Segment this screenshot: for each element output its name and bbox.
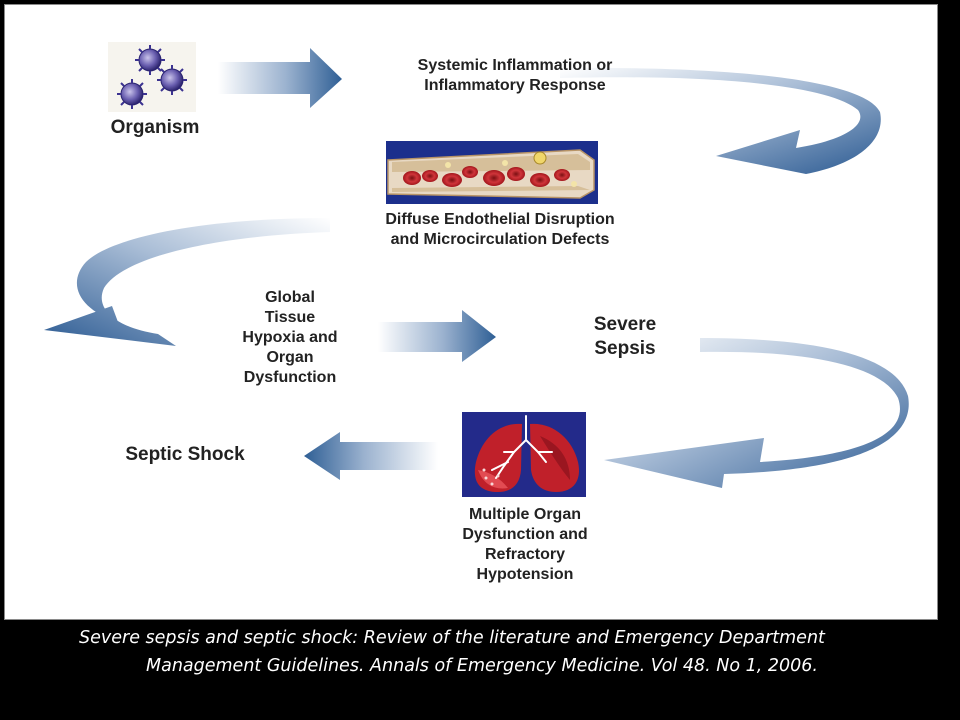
caption-line: Management Guidelines. Annals of Emergen… [146, 656, 818, 676]
curved-arrow-right-lower [604, 338, 909, 488]
step-text-line: Hypoxia and [242, 329, 338, 346]
step-endothelial-disruption: Diffuse Endothelial Disruption and Micro… [320, 210, 680, 250]
step-text-line: Multiple Organ [469, 506, 581, 523]
step-global-tissue-hypoxia: Global Tissue Hypoxia and Organ Dysfunct… [205, 288, 375, 388]
arrow-to-septic-shock [304, 432, 438, 480]
sepsis-flow-diagram [44, 42, 909, 497]
septic-shock-label: Septic Shock [125, 444, 245, 465]
blood-vessel-illustration [386, 141, 598, 204]
curved-arrow-left-upper [44, 218, 330, 346]
step-text-line: Hypotension [476, 566, 574, 583]
step-severe-sepsis: Severe Sepsis [550, 313, 700, 361]
step-text-line: Inflammatory Response [424, 77, 606, 94]
step-text-line: Global [265, 289, 315, 306]
step-text-line: and Microcirculation Defects [390, 231, 610, 248]
curved-arrow-right-top [560, 67, 881, 174]
step-systemic-inflammation: Systemic Inflammation or Inflammatory Re… [350, 56, 680, 96]
step-text-line: Dysfunction [243, 369, 337, 386]
step-text-line: Refractory [484, 546, 566, 563]
step-text-line: Diffuse Endothelial Disruption [385, 211, 615, 228]
organism-virus-icon [108, 42, 196, 112]
step-text-line: Tissue [264, 309, 316, 326]
step-text-line: Sepsis [594, 338, 656, 359]
caption-line: Severe sepsis and septic shock: Review o… [79, 628, 825, 648]
step-text-line: Severe [593, 314, 657, 335]
step-text-line: Dysfunction and [462, 526, 588, 543]
step-text-line: Organ [266, 349, 314, 366]
organism-label: Organism [110, 117, 200, 138]
citation-caption: Severe sepsis and septic shock: Review o… [0, 624, 960, 694]
lungs-illustration [462, 412, 586, 497]
arrow-hypoxia-to-severe-sepsis [378, 310, 496, 362]
step-multiple-organ-dysfunction: Multiple Organ Dysfunction and Refractor… [405, 505, 645, 585]
step-text-line: Systemic Inflammation or [417, 57, 613, 74]
arrow-organism-to-inflammation [218, 48, 342, 108]
